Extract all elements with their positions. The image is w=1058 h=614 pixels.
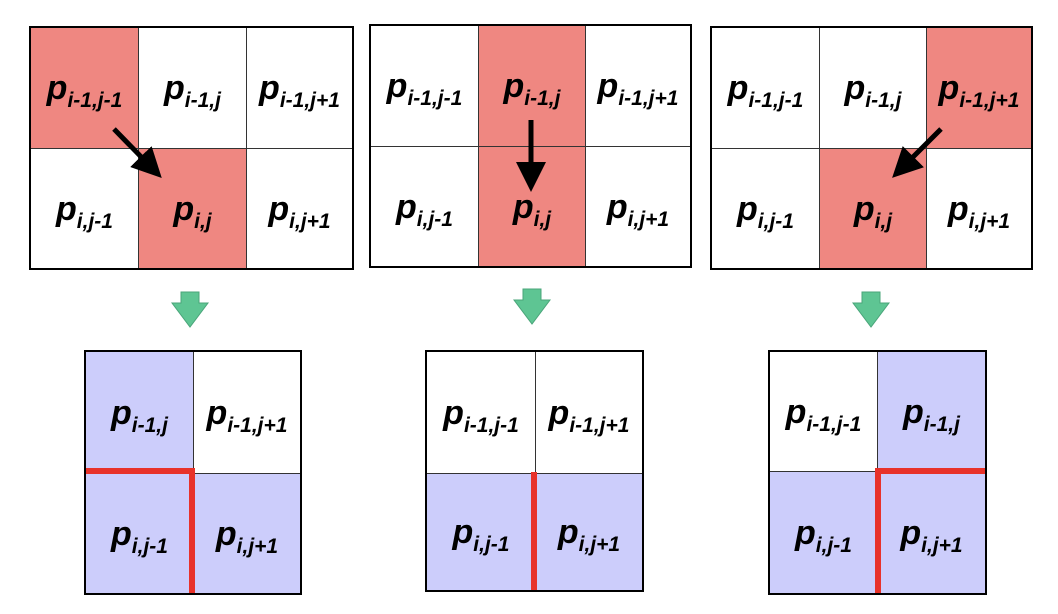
pixel-label: pi-1,j-1 [46,69,123,112]
pixel-label: pi-1,j-1 [443,393,519,437]
top3-cell-3: pi,j-1 [712,149,820,268]
bottom3-cell-0: pi-1,j-1 [770,352,878,472]
bottom2-cell-3: pi,j+1 [536,474,642,590]
top1-cell-5: pi,j+1 [247,149,352,268]
pixel-label: pi,j-1 [795,513,852,557]
top-grid-1: pi-1,j-1 pi-1,j pi-1,j+1 pi,j-1 pi,j pi,… [29,26,354,270]
pixel-label: pi-1,j+1 [938,69,1020,112]
bottom-grid-3: pi-1,j-1 pi-1,j pi,j-1 pi,j+1 [768,350,987,595]
pixel-label: pi,j [853,189,893,233]
bottom2-cell-1: pi-1,j+1 [536,352,642,474]
bottom3-cell-1: pi-1,j [878,352,985,472]
top1-cell-3: pi,j-1 [31,149,139,268]
pixel-label: pi-1,j+1 [548,393,630,437]
pixel-label: pi-1,j+1 [259,69,340,112]
bottom2-cell-0: pi-1,j-1 [427,352,536,474]
pixel-label: pi-1,j+1 [206,393,288,437]
top1-cell-1: pi-1,j [139,28,247,149]
pixel-label: pi,j [173,189,212,233]
top2-cell-2: pi-1,j+1 [586,26,690,147]
top3-cell-4: pi,j [820,149,927,268]
top1-cell-2: pi-1,j+1 [247,28,352,149]
top3-cell-0: pi-1,j-1 [712,28,820,149]
pixel-label: pi,j-1 [452,513,510,556]
pixel-label: pi,j+1 [900,513,963,557]
top3-cell-1: pi-1,j [820,28,927,149]
top2-cell-3: pi,j-1 [371,147,479,266]
down-arrow-icon [852,291,890,328]
pixel-label: pi,j-1 [56,189,113,233]
top3-cell-5: pi,j+1 [927,149,1031,268]
pixel-label: pi-1,j [503,67,561,110]
pixel-label: pi-1,j [164,69,221,112]
pixel-label: pi-1,j [111,393,168,437]
pixel-label: pi-1,j-1 [386,67,463,110]
top-grid-2: pi-1,j-1 pi-1,j pi-1,j+1 pi,j-1 pi,j pi,… [369,24,692,268]
pixel-label: pi,j+1 [557,513,621,556]
top2-cell-4: pi,j [479,147,586,266]
pixel-label: pi-1,j-1 [727,69,804,112]
top3-cell-2: pi-1,j+1 [927,28,1031,149]
bottom1-cell-2: pi,j-1 [86,474,194,593]
bottom-grid-2: pi-1,j-1 pi-1,j+1 pi,j-1 pi,j+1 [425,350,644,592]
top2-cell-0: pi-1,j-1 [371,26,479,147]
pixel-label: pi-1,j [903,392,960,436]
pixel-label: pi,j+1 [947,189,1011,233]
top2-cell-5: pi,j+1 [586,147,690,266]
pixel-label: pi-1,j+1 [597,67,679,110]
down-arrow-icon [171,291,209,328]
pixel-label: pi,j+1 [215,514,279,558]
top2-cell-1: pi-1,j [479,26,586,147]
top1-cell-0: pi-1,j-1 [31,28,139,149]
pixel-label: pi,j [512,187,552,231]
bottom1-cell-1: pi-1,j+1 [194,352,300,474]
top1-cell-4: pi,j [139,149,247,268]
pixel-label: pi-1,j-1 [785,392,862,436]
top-grid-3: pi-1,j-1 pi-1,j pi-1,j+1 pi,j-1 pi,j pi,… [710,26,1033,270]
down-arrow-icon [513,288,551,325]
pixel-label: pi,j-1 [396,187,453,231]
bottom2-cell-2: pi,j-1 [427,474,536,590]
pixel-label: pi-1,j [844,69,902,112]
bottom1-cell-3: pi,j+1 [194,474,300,593]
bottom-grid-1: pi-1,j pi-1,j+1 pi,j-1 pi,j+1 [84,350,302,595]
pixel-label: pi,j-1 [737,189,794,233]
bottom1-cell-0: pi-1,j [86,352,194,474]
pixel-label: pi,j+1 [268,189,331,233]
pixel-label: pi,j+1 [606,187,670,231]
bottom3-cell-2: pi,j-1 [770,472,878,593]
pixel-label: pi,j-1 [111,514,168,558]
bottom3-cell-3: pi,j+1 [878,472,985,593]
